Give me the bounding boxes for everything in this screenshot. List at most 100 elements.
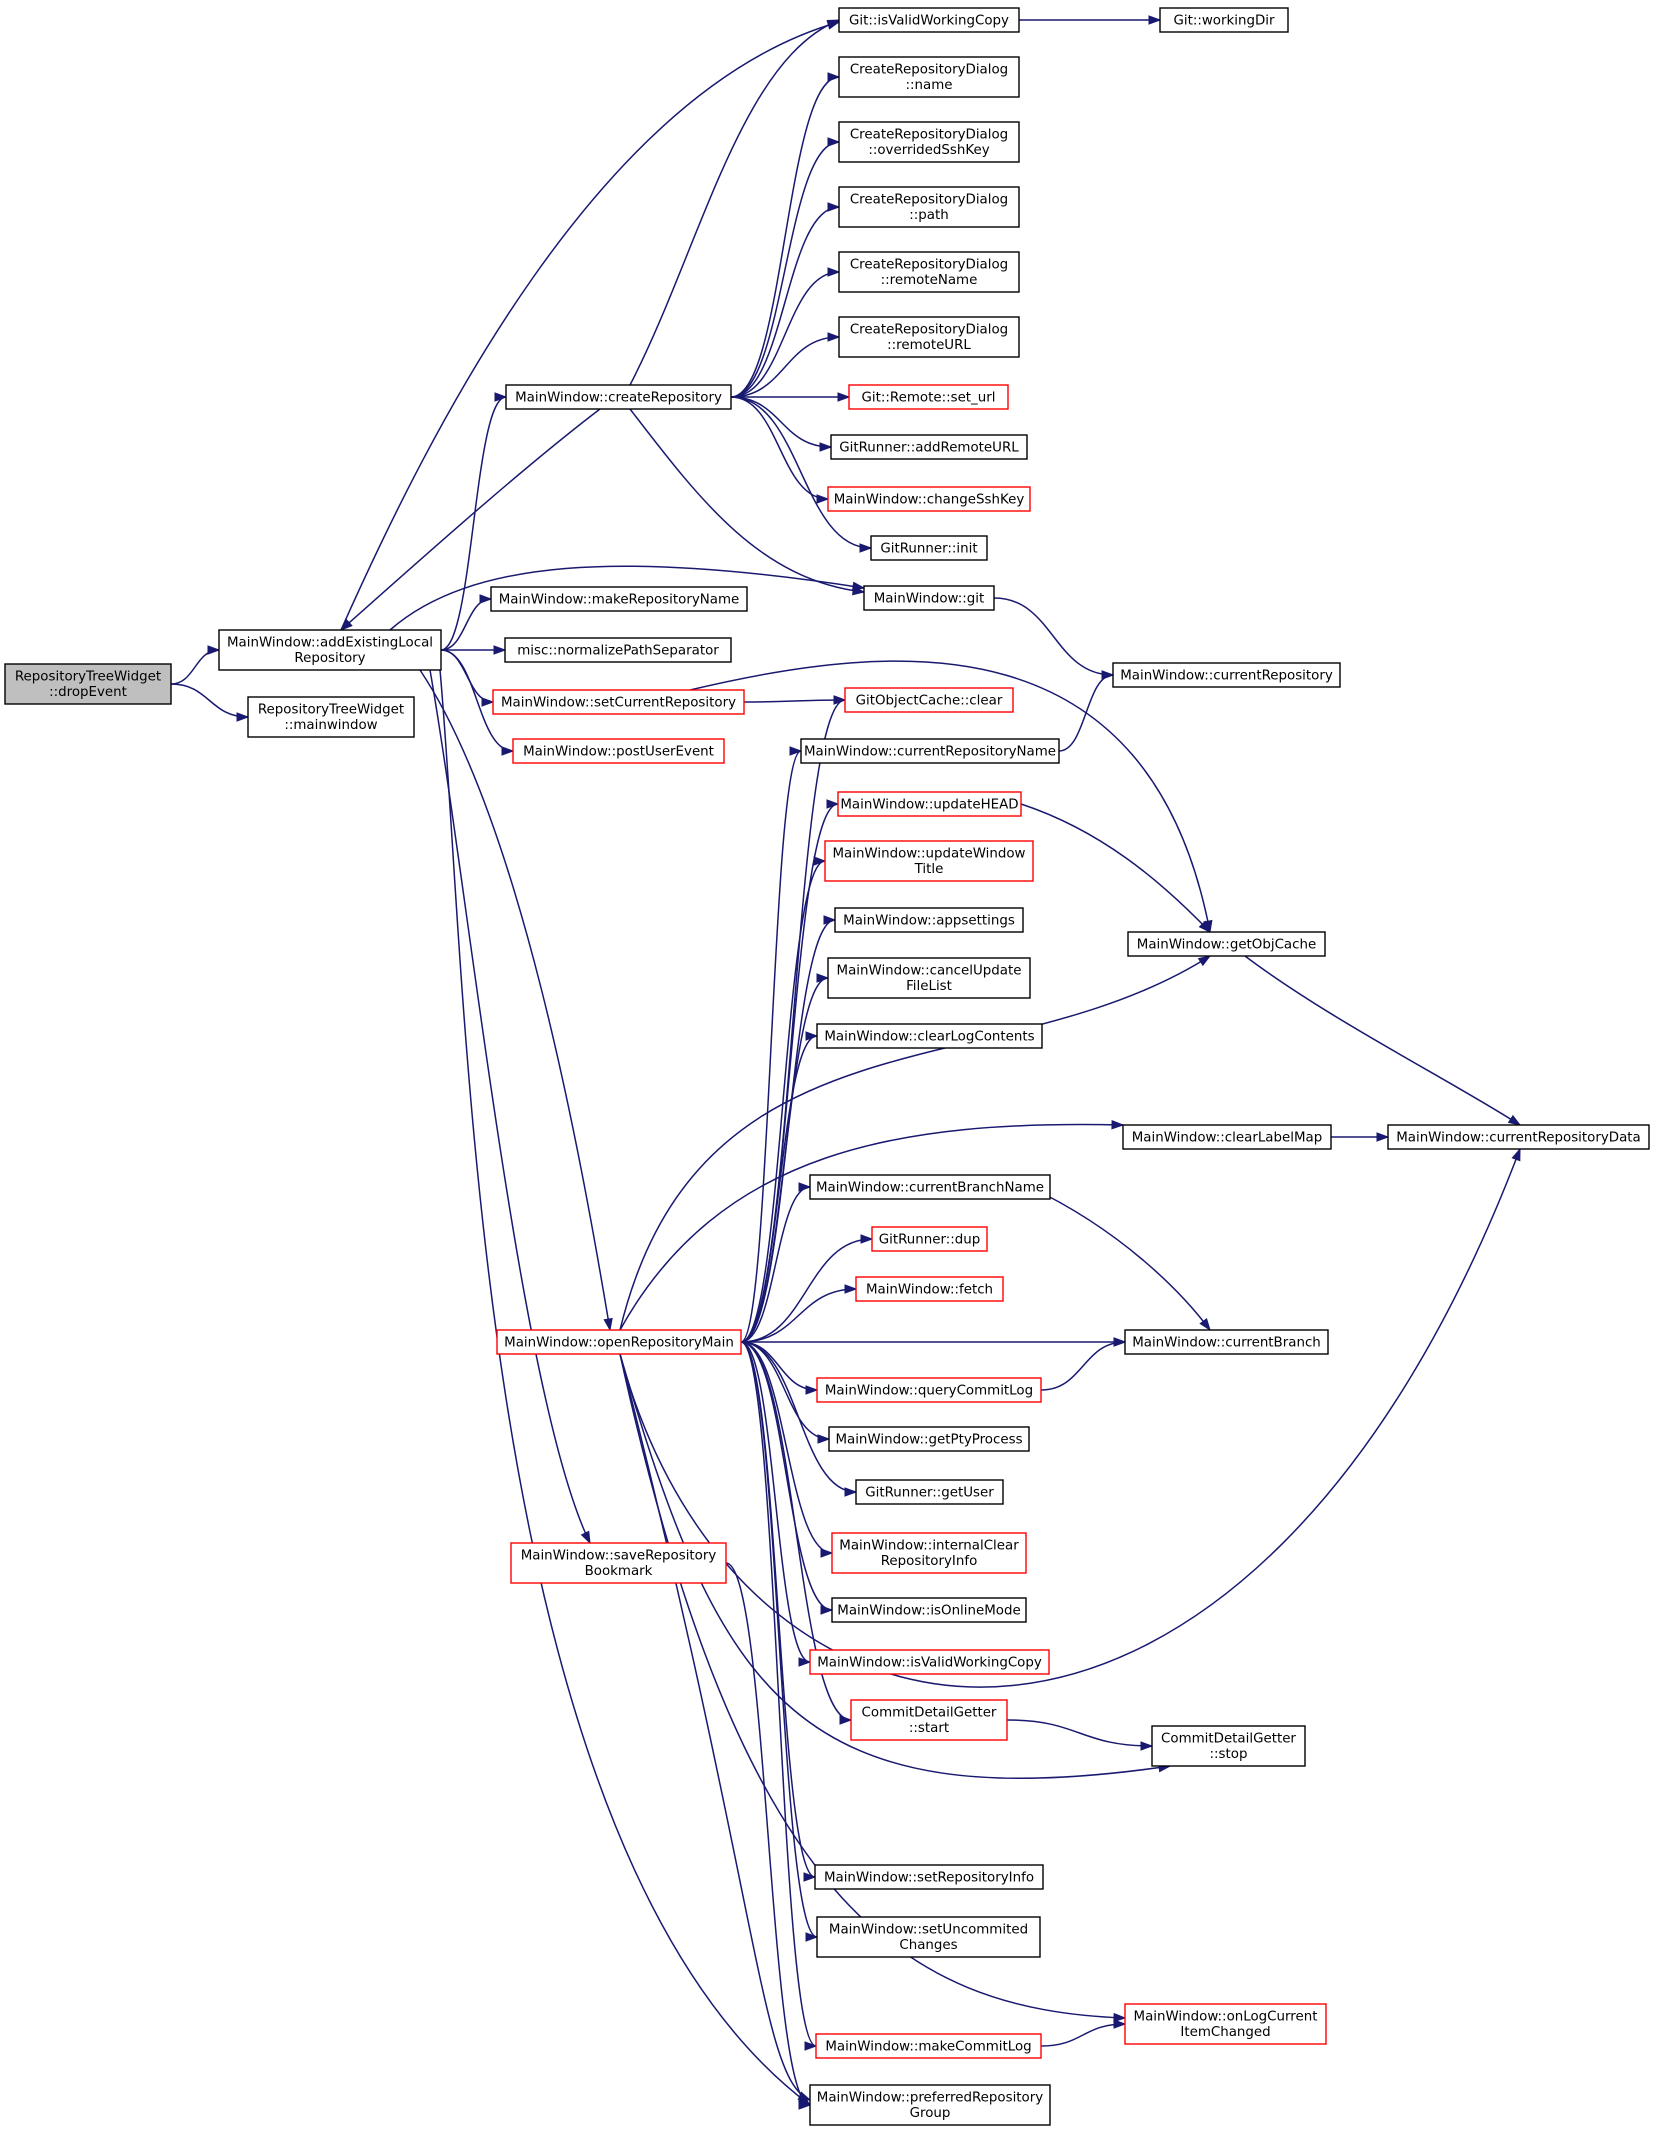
node-currentRepository[interactable]: MainWindow::currentRepository	[1112, 662, 1341, 688]
node-box	[512, 738, 725, 764]
node-getUser[interactable]: GitRunner::getUser	[855, 1479, 1004, 1505]
node-box	[1124, 2003, 1327, 2045]
node-crdPath[interactable]: CreateRepositoryDialog::path	[838, 186, 1020, 228]
node-setUrl[interactable]: Git::Remote::set_url	[848, 384, 1009, 410]
node-label: ::stop	[1210, 1747, 1248, 1762]
node-postUserEvent[interactable]: MainWindow::postUserEvent	[512, 738, 725, 764]
node-crdOverrided[interactable]: CreateRepositoryDialog::overridedSshKey	[838, 121, 1020, 163]
node-label: Title	[914, 862, 944, 877]
edge-createRepository-to-crdPath	[730, 202, 841, 398]
node-crdName[interactable]: CreateRepositoryDialog::name	[838, 56, 1020, 98]
edge-arrowhead	[805, 1031, 819, 1041]
node-updateHEAD[interactable]: MainWindow::updateHEAD	[837, 791, 1022, 817]
node-currentRepositoryName[interactable]: MainWindow::currentRepositoryName	[800, 738, 1060, 764]
node-label: MainWindow::createRepository	[515, 390, 722, 405]
node-label: Git::workingDir	[1173, 13, 1275, 28]
node-setCurrentRepository[interactable]: MainWindow::setCurrentRepository	[492, 689, 745, 715]
edge-arrowhead	[798, 2100, 812, 2110]
edge-createRepository-to-crdName	[730, 72, 841, 398]
node-gitIsValidWorkingCopy[interactable]: Git::isValidWorkingCopy	[838, 7, 1020, 33]
edge-createRepository-to-gitIsValidWorkingCopy	[629, 19, 841, 386]
node-box	[809, 2084, 1051, 2126]
node-cdgStart[interactable]: CommitDetailGetter::start	[850, 1699, 1008, 1741]
node-label: ItemChanged	[1180, 2025, 1270, 2040]
edge-line	[419, 669, 611, 1331]
node-crdRemoteName[interactable]: CreateRepositoryDialog::remoteName	[838, 251, 1020, 293]
edge-arrowhead	[833, 695, 847, 705]
node-clearLogContents[interactable]: MainWindow::clearLogContents	[816, 1023, 1043, 1049]
edge-line	[730, 271, 840, 398]
node-clearLabelMap[interactable]: MainWindow::clearLabelMap	[1122, 1124, 1332, 1150]
node-box	[496, 1329, 742, 1355]
node-label: GitObjectCache::clear	[856, 693, 1003, 708]
edge-line	[619, 1353, 1171, 1780]
node-label: MainWindow::currentRepositoryName	[804, 744, 1056, 759]
node-label: MainWindow::changeSshKey	[834, 492, 1025, 507]
edge-createRepository-to-setUrl	[731, 392, 851, 402]
edge-arrowhead	[827, 72, 841, 82]
node-appsettings[interactable]: MainWindow::appsettings	[834, 907, 1024, 933]
node-addRemoteURL[interactable]: GitRunner::addRemoteURL	[830, 434, 1028, 460]
node-currentBranch[interactable]: MainWindow::currentBranch	[1124, 1329, 1329, 1355]
node-normalizePathSeparator[interactable]: misc::normalizePathSeparator	[504, 637, 732, 663]
node-label: Changes	[899, 1938, 957, 1953]
node-box	[838, 251, 1020, 293]
edge-currentRepositoryName-to-currentRepository	[1058, 670, 1115, 752]
node-openRepositoryMain[interactable]: MainWindow::openRepositoryMain	[496, 1329, 742, 1355]
node-createRepository[interactable]: MainWindow::createRepository	[505, 384, 732, 410]
node-box	[814, 1864, 1044, 1890]
node-getObjCache[interactable]: MainWindow::getObjCache	[1127, 931, 1326, 957]
node-box	[1387, 1124, 1650, 1150]
edge-line	[1040, 2023, 1126, 2047]
node-makeRepositoryName[interactable]: MainWindow::makeRepositoryName	[490, 586, 748, 612]
node-label: Group	[910, 2106, 951, 2121]
node-label: MainWindow::getPtyProcess	[835, 1432, 1022, 1447]
node-setRepositoryInfo[interactable]: MainWindow::setRepositoryInfo	[814, 1864, 1044, 1890]
edge-line	[740, 1341, 852, 1721]
node-mwGit[interactable]: MainWindow::git	[863, 585, 995, 611]
edge-line	[740, 1341, 817, 2047]
node-currentRepositoryData[interactable]: MainWindow::currentRepositoryData	[1387, 1124, 1650, 1150]
edge-arrowhead	[1507, 1114, 1522, 1126]
node-mwIsValidWorkingCopy[interactable]: MainWindow::isValidWorkingCopy	[809, 1649, 1050, 1675]
node-currentBranchName[interactable]: MainWindow::currentBranchName	[809, 1174, 1051, 1200]
node-label: CreateRepositoryDialog	[850, 193, 1008, 208]
node-gitWorkingDir[interactable]: Git::workingDir	[1159, 7, 1289, 33]
edge-openRepositoryMain-to-getObjCache	[619, 955, 1212, 1331]
node-label: CreateRepositoryDialog	[850, 258, 1008, 273]
node-queryCommitLog[interactable]: MainWindow::queryCommitLog	[816, 1377, 1042, 1403]
edge-gitIsValidWorkingCopy-to-gitWorkingDir	[1019, 15, 1162, 25]
node-changeSshKey[interactable]: MainWindow::changeSshKey	[827, 486, 1031, 512]
node-cdgStop[interactable]: CommitDetailGetter::stop	[1151, 1725, 1306, 1767]
node-box	[824, 840, 1034, 882]
node-isOnlineMode[interactable]: MainWindow::isOnlineMode	[831, 1597, 1027, 1623]
node-label: RepositoryTreeWidget	[258, 703, 404, 718]
node-dup[interactable]: GitRunner::dup	[871, 1226, 988, 1252]
node-mainwindow[interactable]: RepositoryTreeWidget::mainwindow	[247, 696, 415, 738]
node-label: GitRunner::dup	[879, 1232, 981, 1247]
node-makeCommitLog[interactable]: MainWindow::makeCommitLog	[815, 2033, 1042, 2059]
node-gitRunnerInit[interactable]: GitRunner::init	[870, 535, 988, 561]
node-crdRemoteURL[interactable]: CreateRepositoryDialog::remoteURL	[838, 316, 1020, 358]
node-box	[815, 2033, 1042, 2059]
edge-arrowhead	[479, 594, 493, 604]
edge-line	[740, 1186, 811, 1343]
node-label: MainWindow::makeCommitLog	[825, 2039, 1031, 2054]
node-gitObjectCacheClear[interactable]: GitObjectCache::clear	[844, 687, 1014, 713]
node-fetch[interactable]: MainWindow::fetch	[855, 1276, 1004, 1302]
edge-arrowhead	[827, 137, 841, 147]
node-box	[1159, 7, 1289, 33]
edge-line	[740, 1288, 857, 1343]
node-getPtyProcess[interactable]: MainWindow::getPtyProcess	[828, 1426, 1030, 1452]
node-dropEvent[interactable]: RepositoryTreeWidget::dropEvent	[4, 663, 172, 705]
node-box	[871, 1226, 988, 1252]
node-label: MainWindow::currentRepositoryData	[1396, 1130, 1641, 1145]
